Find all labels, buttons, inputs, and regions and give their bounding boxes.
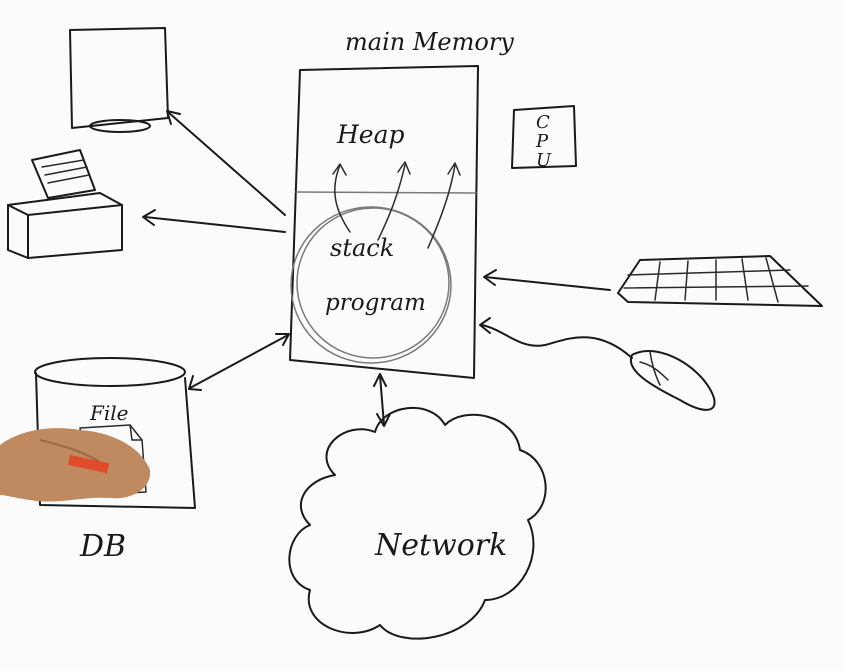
keyboard-icon [617,255,823,307]
cpu-letter-u: U [536,150,552,171]
memory-network-bidirectional-arrow [373,373,391,427]
main-memory-box [289,65,479,379]
mouse-icon [629,350,716,411]
db-memory-bidirectional-arrow [188,333,290,391]
stack-to-heap-arrows [332,161,461,249]
main-memory-label: main Memory [345,28,514,56]
keyboard-to-memory-arrow [483,269,611,291]
printer-icon [7,149,123,259]
process-circle [290,206,452,364]
cpu-box [511,105,577,169]
network-label: Network [374,528,507,563]
cpu-letter-c: C [536,112,550,133]
db-label: DB [79,529,126,564]
program-label: program [325,290,426,316]
monitor-icon [69,27,169,133]
network-cloud [288,406,547,640]
mouse-to-memory-cable-arrow [479,317,633,359]
cpu-letter-p: P [535,131,549,152]
hand-with-marker [0,428,151,502]
heap-label: Heap [336,120,405,149]
file-label: File [89,401,129,425]
memory-to-monitor-arrow [166,110,286,216]
stack-label: stack [330,234,394,262]
memory-to-printer-arrow [142,209,286,233]
